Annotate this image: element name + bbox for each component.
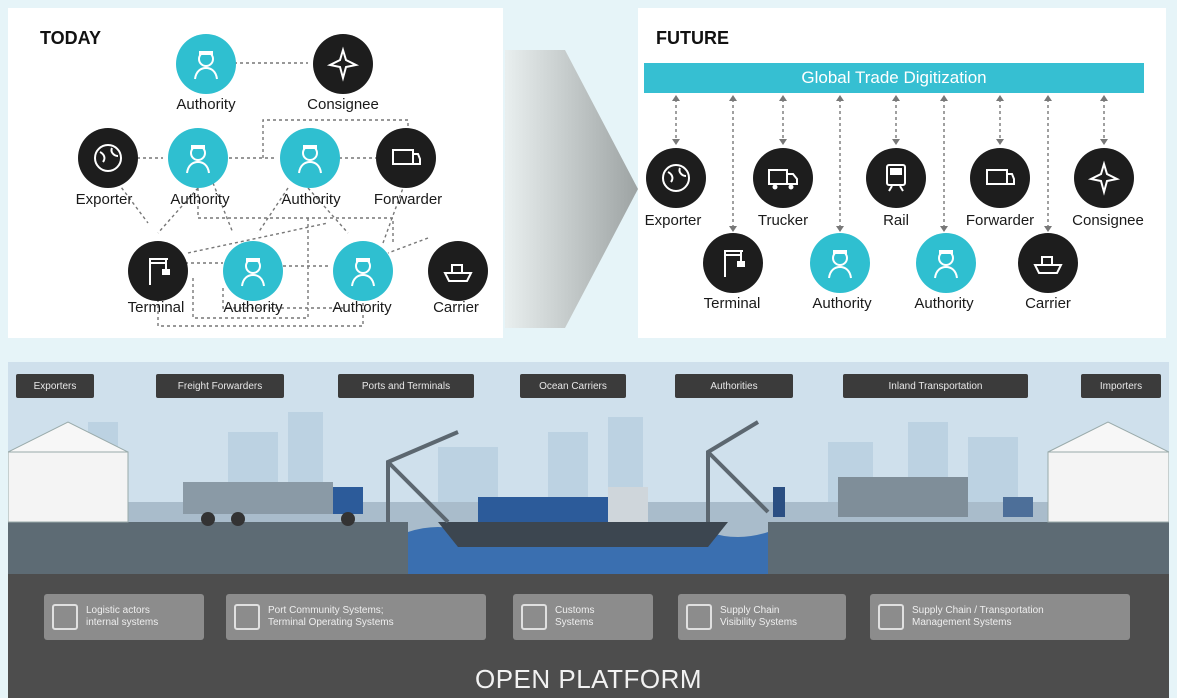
- future-authority-node-2: [916, 233, 976, 293]
- officer-icon: [828, 250, 852, 279]
- future-authority-label-1: Authority: [812, 295, 872, 312]
- officer-icon: [194, 51, 218, 80]
- future-forwarder-label: Forwarder: [965, 212, 1035, 229]
- future-trucker-node: [753, 148, 813, 208]
- future-rail-node: [866, 148, 926, 208]
- future-rail-label: Rail: [883, 212, 909, 229]
- global-trade-digitization-bar: Global Trade Digitization: [644, 63, 1144, 93]
- truck-container-icon: [392, 149, 421, 165]
- crane-icon: [149, 258, 170, 285]
- open-platform-title: OPEN PLATFORM: [474, 664, 703, 694]
- officer-icon: [351, 258, 375, 287]
- today-panel: TODAY Authority Consignee Exporter Autho…: [8, 8, 503, 338]
- future-trucker-label: Trucker: [757, 212, 809, 229]
- future-forwarder-node: [970, 148, 1030, 208]
- future-carrier-node: [1018, 233, 1078, 293]
- system-label: Supply Chain Visibility Systems: [720, 605, 798, 628]
- future-exporter-label: Exporter: [644, 212, 702, 229]
- future-panel: FUTURE Global Trade Digitization Exporte: [638, 8, 1166, 338]
- authority-node-4: [333, 241, 393, 301]
- system-customs: Customs Systems: [513, 594, 653, 640]
- ecosystem-illustration: Exporters Freight Forwarders Ports and T…: [8, 362, 1169, 574]
- ship-icon: [443, 264, 473, 282]
- system-port-community: Port Community Systems; Terminal Operati…: [226, 594, 486, 640]
- truck-container-icon: [986, 169, 1015, 185]
- authority-node-3: [223, 241, 283, 301]
- exporter-node: [78, 128, 138, 188]
- forwarder-label: Forwarder: [373, 191, 443, 208]
- system-label: Port Community Systems; Terminal Operati…: [268, 605, 394, 628]
- authority-node-1: [168, 128, 228, 188]
- authority-label-2: Authority: [281, 191, 341, 208]
- authority-label-1: Authority: [170, 191, 230, 208]
- open-platform-band: Logistic actors internal systems Port Co…: [8, 574, 1169, 698]
- consignee-label: Consignee: [307, 96, 379, 113]
- magnifier-icon: [686, 604, 712, 630]
- carrier-node: [428, 241, 488, 301]
- future-connectors: [672, 95, 1108, 232]
- system-logistic-actors: Logistic actors internal systems: [44, 594, 204, 640]
- ship-icon: [1033, 256, 1063, 274]
- future-authority-node-1: [810, 233, 870, 293]
- future-terminal-node: [703, 233, 763, 293]
- train-icon: [886, 164, 906, 192]
- tag-inland-transportation: Inland Transportation: [843, 374, 1028, 398]
- system-label: Customs Systems: [555, 605, 595, 628]
- tag-authorities: Authorities: [675, 374, 793, 398]
- authority-node-2: [280, 128, 340, 188]
- future-heading: FUTURE: [656, 28, 729, 48]
- crane-icon: [724, 250, 745, 277]
- authority-label-3: Authority: [223, 299, 283, 316]
- system-label: Logistic actors internal systems: [86, 605, 159, 628]
- future-exporter-node: [646, 148, 706, 208]
- system-visibility: Supply Chain Visibility Systems: [678, 594, 846, 640]
- today-heading: TODAY: [40, 28, 102, 48]
- consignee-node: [313, 34, 373, 94]
- airplane-icon: [326, 46, 360, 82]
- officer-icon: [241, 258, 265, 287]
- system-label: Supply Chain / Transportation Management…: [912, 605, 1044, 628]
- tag-freight-forwarders: Freight Forwarders: [156, 374, 284, 398]
- officer-icon: [298, 145, 322, 174]
- tag-ports-terminals: Ports and Terminals: [338, 374, 474, 398]
- airplane-icon: [1087, 160, 1121, 196]
- authority-label-top: Authority: [176, 96, 236, 113]
- tag-ocean-carriers: Ocean Carriers: [520, 374, 626, 398]
- tag-importers: Importers: [1081, 374, 1161, 398]
- authority-node-top: [176, 34, 236, 94]
- globe-icon: [662, 164, 690, 192]
- tag-exporters: Exporters: [16, 374, 94, 398]
- future-consignee-node: [1074, 148, 1134, 208]
- transport-grid-icon: [878, 604, 904, 630]
- carrier-label: Carrier: [433, 299, 479, 316]
- officer-icon: [934, 250, 958, 279]
- customs-document-icon: [521, 604, 547, 630]
- transition-arrow: [505, 50, 638, 328]
- devices-icon: [52, 604, 78, 630]
- officer-icon: [186, 145, 210, 174]
- forwarder-node: [376, 128, 436, 188]
- terminal-label: Terminal: [127, 299, 185, 316]
- bar-label: Global Trade Digitization: [801, 68, 987, 87]
- future-consignee-label: Consignee: [1072, 212, 1144, 229]
- exporter-label: Exporter: [75, 191, 133, 208]
- terminal-node: [128, 241, 188, 301]
- future-carrier-label: Carrier: [1025, 295, 1071, 312]
- future-terminal-label: Terminal: [703, 295, 761, 312]
- future-authority-label-2: Authority: [914, 295, 974, 312]
- system-transport-management: Supply Chain / Transportation Management…: [870, 594, 1130, 640]
- authority-label-4: Authority: [332, 299, 392, 316]
- building-gear-icon: [234, 604, 260, 630]
- truck-icon: [768, 169, 798, 190]
- globe-icon: [94, 144, 122, 172]
